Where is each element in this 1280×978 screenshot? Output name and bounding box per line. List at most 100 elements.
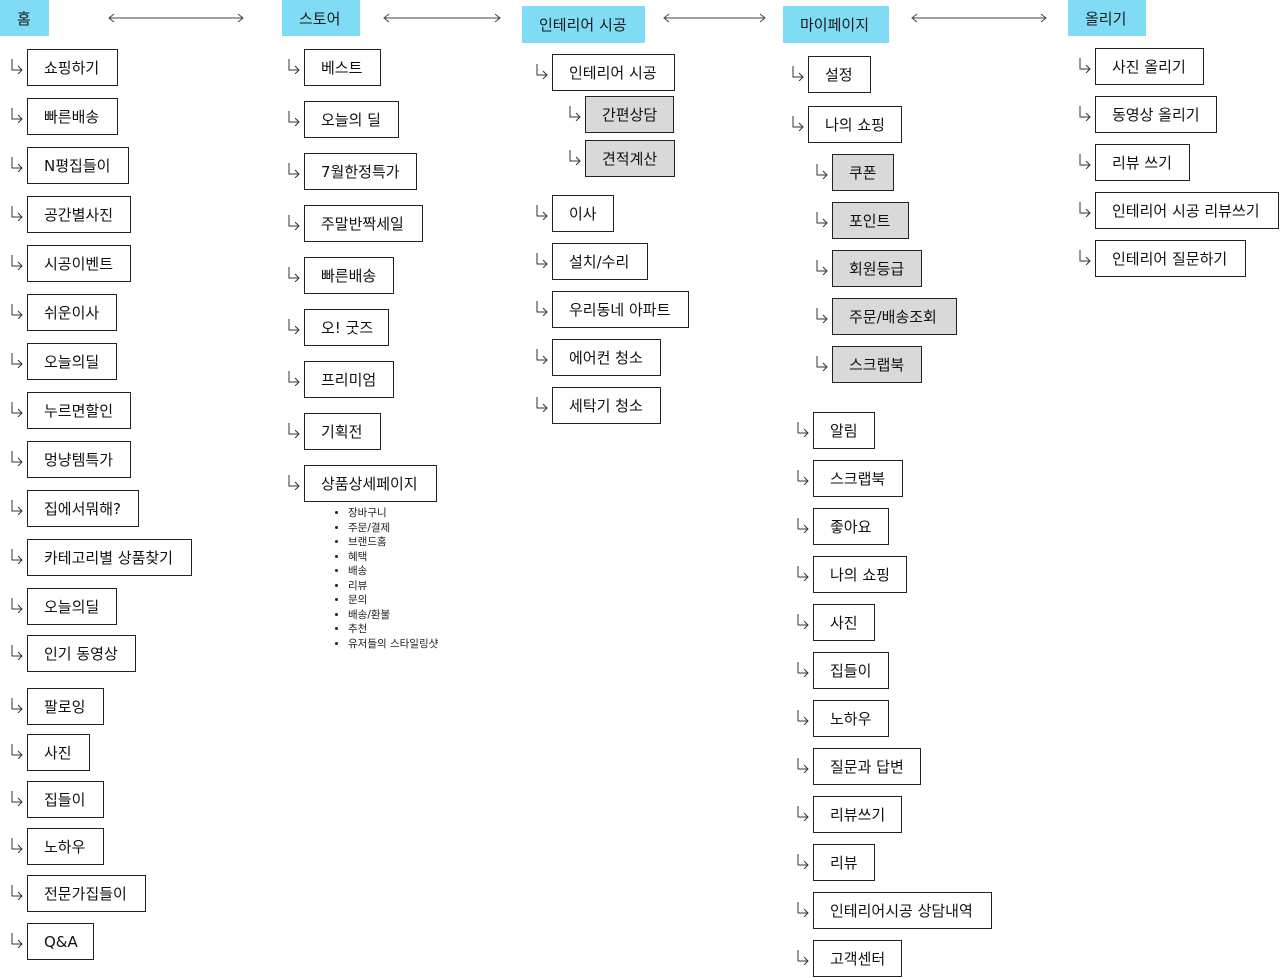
branch-arrow-icon bbox=[796, 709, 810, 725]
branch-arrow-icon bbox=[287, 474, 301, 490]
sitemap-node-이사: 이사 bbox=[552, 195, 614, 232]
sitemap-node-전문가집들이: 전문가집들이 bbox=[27, 875, 146, 912]
branch-arrow-icon bbox=[1078, 249, 1092, 265]
header-store: 스토어 bbox=[282, 0, 360, 36]
branch-arrow-icon bbox=[10, 697, 24, 713]
branch-arrow-icon bbox=[796, 949, 810, 965]
branch-arrow-icon bbox=[287, 58, 301, 74]
sitemap-node-집들이: 집들이 bbox=[27, 781, 104, 818]
sitemap-node-동영상-올리기: 동영상 올리기 bbox=[1095, 96, 1217, 133]
product-detail-bullet: 리뷰 bbox=[348, 579, 438, 594]
branch-arrow-icon bbox=[287, 266, 301, 282]
sitemap-node-세탁기-청소: 세탁기 청소 bbox=[552, 387, 661, 424]
sitemap-node-사진: 사진 bbox=[27, 734, 90, 771]
sitemap-node-스크랩북: 스크랩북 bbox=[813, 460, 903, 497]
branch-arrow-icon bbox=[535, 300, 549, 316]
connector-arrow bbox=[107, 13, 245, 23]
header-interior: 인테리어 시공 bbox=[522, 6, 645, 43]
sitemap-node-공간별사진: 공간별사진 bbox=[27, 196, 131, 233]
sitemap-node-인테리어-질문하기: 인테리어 질문하기 bbox=[1095, 240, 1246, 277]
branch-arrow-icon bbox=[10, 884, 24, 900]
branch-arrow-icon bbox=[796, 517, 810, 533]
sitemap-node-고객센터: 고객센터 bbox=[813, 940, 902, 977]
sitemap-node-간편상담: 간편상담 bbox=[585, 96, 674, 133]
branch-arrow-icon bbox=[10, 499, 24, 515]
sitemap-node-쿠폰: 쿠폰 bbox=[832, 154, 894, 191]
connector-arrow bbox=[662, 13, 767, 23]
branch-arrow-icon bbox=[568, 149, 582, 165]
branch-arrow-icon bbox=[10, 932, 24, 948]
branch-arrow-icon bbox=[10, 303, 24, 319]
branch-arrow-icon bbox=[815, 355, 829, 371]
product-detail-bullet: 배송 bbox=[348, 564, 438, 579]
connector-arrow bbox=[910, 13, 1048, 23]
branch-arrow-icon bbox=[10, 352, 24, 368]
sitemap-node-우리동네-아파트: 우리동네 아파트 bbox=[552, 291, 689, 328]
product-detail-bullet: 브랜드홈 bbox=[348, 535, 438, 550]
product-detail-bullet: 추천 bbox=[348, 622, 438, 637]
branch-arrow-icon bbox=[10, 107, 24, 123]
branch-arrow-icon bbox=[535, 396, 549, 412]
branch-arrow-icon bbox=[791, 65, 805, 81]
sitemap-node-쉬운이사: 쉬운이사 bbox=[27, 294, 117, 331]
sitemap-node-견적계산: 견적계산 bbox=[585, 140, 675, 177]
product-detail-bullets: 장바구니주문/결제브랜드홈혜택배송리뷰문의배송/환불추천유저들의 스타일링샷 bbox=[336, 506, 438, 651]
sitemap-node-사진: 사진 bbox=[813, 604, 875, 641]
product-detail-bullet: 혜택 bbox=[348, 550, 438, 565]
branch-arrow-icon bbox=[10, 837, 24, 853]
sitemap-node-오늘의딜: 오늘의딜 bbox=[27, 588, 117, 625]
sitemap-node-베스트: 베스트 bbox=[304, 49, 381, 86]
sitemap-node-기획전: 기획전 bbox=[304, 413, 381, 450]
sitemap-node-인기-동영상: 인기 동영상 bbox=[27, 635, 136, 672]
branch-arrow-icon bbox=[10, 205, 24, 221]
sitemap-node-멍냥템특가: 멍냥템특가 bbox=[27, 441, 131, 478]
sitemap-node-리뷰쓰기: 리뷰쓰기 bbox=[813, 796, 902, 833]
branch-arrow-icon bbox=[287, 162, 301, 178]
header-home: 홈 bbox=[0, 0, 49, 36]
branch-arrow-icon bbox=[1078, 153, 1092, 169]
sitemap-node-리뷰-쓰기: 리뷰 쓰기 bbox=[1095, 144, 1190, 181]
branch-arrow-icon bbox=[287, 370, 301, 386]
sitemap-node-인테리어시공-상담내역: 인테리어시공 상담내역 bbox=[813, 892, 992, 929]
branch-arrow-icon bbox=[796, 853, 810, 869]
sitemap-node-상품상세페이지: 상품상세페이지 bbox=[304, 465, 437, 502]
sitemap-node-포인트: 포인트 bbox=[832, 202, 909, 239]
branch-arrow-icon bbox=[10, 548, 24, 564]
connector-arrow bbox=[382, 13, 502, 23]
branch-arrow-icon bbox=[287, 214, 301, 230]
branch-arrow-icon bbox=[796, 469, 810, 485]
branch-arrow-icon bbox=[796, 613, 810, 629]
product-detail-bullet: 배송/환불 bbox=[348, 608, 438, 623]
sitemap-node-스크랩북: 스크랩북 bbox=[832, 346, 922, 383]
branch-arrow-icon bbox=[287, 422, 301, 438]
sitemap-node-카테고리별-상품찾기: 카테고리별 상품찾기 bbox=[27, 539, 192, 576]
header-upload: 올리기 bbox=[1068, 0, 1146, 36]
sitemap-node-인테리어-시공-리뷰쓰기: 인테리어 시공 리뷰쓰기 bbox=[1095, 192, 1279, 229]
branch-arrow-icon bbox=[10, 644, 24, 660]
sitemap-node-빠른배송: 빠른배송 bbox=[27, 98, 118, 135]
branch-arrow-icon bbox=[796, 757, 810, 773]
sitemap-node-오-굿즈: 오! 굿즈 bbox=[304, 309, 389, 346]
branch-arrow-icon bbox=[535, 63, 549, 79]
sitemap-node-에어컨-청소: 에어컨 청소 bbox=[552, 339, 661, 376]
sitemap-node-오늘의-딜: 오늘의 딜 bbox=[304, 101, 399, 138]
product-detail-bullet: 문의 bbox=[348, 593, 438, 608]
sitemap-node-리뷰: 리뷰 bbox=[813, 844, 875, 881]
sitemap-node-빠른배송: 빠른배송 bbox=[304, 257, 394, 294]
sitemap-node-주말반짝세일: 주말반짝세일 bbox=[304, 205, 423, 242]
branch-arrow-icon bbox=[10, 597, 24, 613]
sitemap-node-설치-수리: 설치/수리 bbox=[552, 243, 648, 280]
sitemap-node-7월한정특가: 7월한정특가 bbox=[304, 153, 417, 190]
sitemap-node-오늘의딜: 오늘의딜 bbox=[27, 343, 117, 380]
sitemap-node-팔로잉: 팔로잉 bbox=[27, 688, 104, 725]
branch-arrow-icon bbox=[796, 661, 810, 677]
sitemap-node-n평집들이: N평집들이 bbox=[27, 147, 129, 184]
sitemap-node-주문-배송조회: 주문/배송조회 bbox=[832, 298, 957, 335]
sitemap-node-나의-쇼핑: 나의 쇼핑 bbox=[808, 106, 902, 143]
branch-arrow-icon bbox=[796, 805, 810, 821]
branch-arrow-icon bbox=[796, 565, 810, 581]
branch-arrow-icon bbox=[568, 105, 582, 121]
branch-arrow-icon bbox=[796, 901, 810, 917]
sitemap-node-q-a: Q&A bbox=[27, 923, 94, 960]
branch-arrow-icon bbox=[1078, 201, 1092, 217]
